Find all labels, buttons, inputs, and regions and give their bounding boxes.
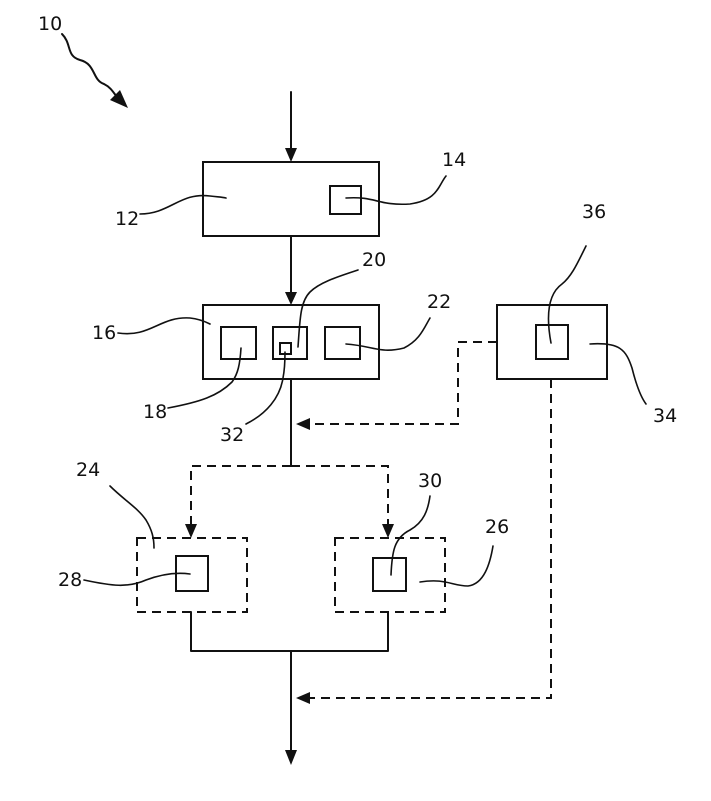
ref-10: 10 — [38, 13, 62, 35]
ref-34: 34 — [653, 405, 677, 427]
ref-14: 14 — [442, 149, 466, 171]
element-18 — [221, 327, 256, 359]
ref-28: 28 — [58, 569, 82, 591]
system-10-pointer — [62, 34, 128, 108]
output-arrow — [285, 651, 297, 765]
ref-32: 32 — [220, 424, 244, 446]
element-30 — [373, 558, 406, 591]
ref-30: 30 — [418, 470, 442, 492]
ref-24: 24 — [76, 459, 100, 481]
arrow-12-to-16 — [285, 236, 297, 305]
merge-lines — [191, 612, 388, 651]
input-arrow — [285, 92, 297, 162]
ref-22: 22 — [427, 291, 451, 313]
ref-18: 18 — [143, 401, 167, 423]
dashed-branch-split — [185, 466, 394, 538]
leader-16 — [118, 318, 210, 334]
reference-numerals: 10 12 14 16 18 20 22 24 26 28 30 32 34 3… — [38, 13, 677, 591]
ref-16: 16 — [92, 322, 116, 344]
leader-lines — [84, 176, 646, 586]
element-22 — [325, 327, 360, 359]
ref-26: 26 — [485, 516, 509, 538]
element-14 — [330, 186, 361, 214]
ref-20: 20 — [362, 249, 386, 271]
ref-12: 12 — [115, 208, 139, 230]
ref-36: 36 — [582, 201, 606, 223]
element-36 — [536, 325, 568, 359]
